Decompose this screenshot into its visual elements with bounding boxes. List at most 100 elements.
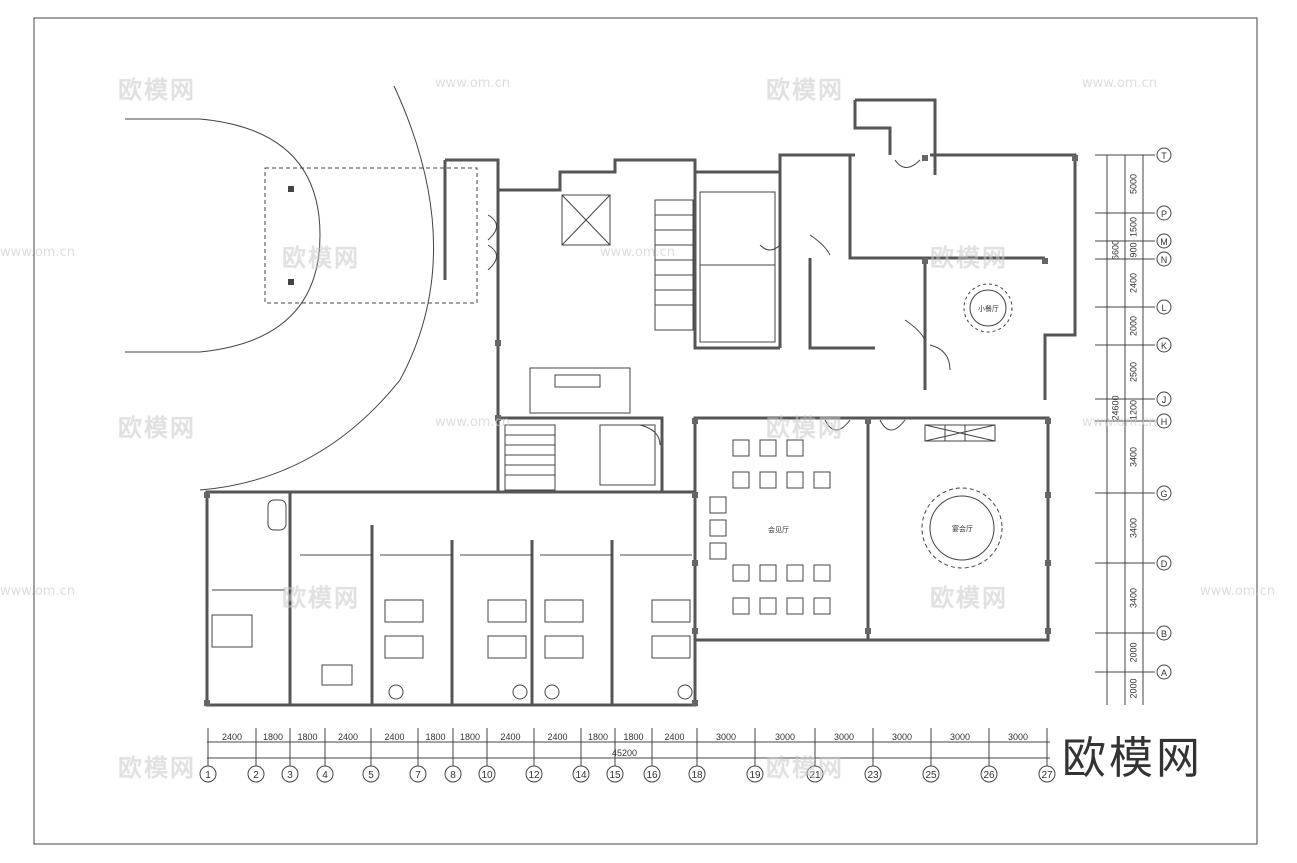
axis-bubble-T: T [1095, 147, 1172, 163]
axis-bubble-5: 5 [362, 728, 380, 783]
room-labels: 小餐厅 会见厅 宴会厅 [768, 304, 999, 534]
axis-label: T [1161, 151, 1167, 161]
axis-label: 27 [1041, 770, 1053, 781]
axis-bubble-L: L [1095, 299, 1172, 315]
dimension-text: 3000 [834, 732, 854, 742]
axis-label: L [1161, 303, 1166, 313]
axis-label: 5 [368, 770, 374, 781]
axis-label: 19 [749, 770, 761, 781]
axis-label: P [1161, 209, 1167, 219]
axis-label: 23 [867, 770, 879, 781]
axis-bubble-16: 16 [643, 728, 661, 783]
axis-bubble-10: 10 [478, 728, 496, 783]
brand-logo-text: 欧模网 [1062, 733, 1203, 784]
overall-dimension: 45200 [612, 748, 637, 758]
dimension-text: 2000 [1128, 678, 1138, 698]
dimension-text: 1800 [623, 732, 643, 742]
dimension-text: 2400 [664, 732, 684, 742]
watermark-url: www.om.cn [0, 245, 75, 260]
axis-bubble-K: K [1095, 337, 1172, 353]
axis-bubble-21: 21 [806, 728, 824, 783]
axis-label: 7 [415, 770, 421, 781]
axis-label: K [1161, 341, 1167, 351]
axis-bubble-B: B [1095, 625, 1172, 641]
axis-label: 26 [983, 770, 995, 781]
axis-label: A [1161, 668, 1167, 678]
dimension-text: 3000 [892, 732, 912, 742]
axis-bubble-14: 14 [572, 728, 590, 783]
dimension-text: 2000 [1128, 642, 1138, 662]
axis-label: J [1162, 395, 1167, 405]
label-banquet-hall: 宴会厅 [952, 524, 973, 533]
banquet-table [921, 487, 1003, 569]
dimension-text: 1800 [588, 732, 608, 742]
axis-bubble-A: A [1095, 664, 1172, 680]
right-dimension-texts: 5000150090024002000250012003400340034002… [1128, 174, 1138, 699]
watermark-url: www.om.cn [1082, 76, 1157, 91]
axis-label: G [1160, 489, 1167, 499]
axis-bubble-H: H [1095, 413, 1172, 429]
axis-bubble-25: 25 [922, 728, 940, 783]
dimension-text: 900 [1128, 242, 1138, 257]
dimension-text: 2400 [1128, 273, 1138, 293]
dimension-text: 1500 [1128, 217, 1138, 237]
axis-bubble-P: P [1095, 205, 1172, 221]
total-dimension-text: 24600 [1110, 395, 1120, 420]
dimension-text: 1800 [425, 732, 445, 742]
axis-label: B [1161, 629, 1167, 639]
dimension-text: 3400 [1128, 518, 1138, 538]
site-outline [125, 85, 478, 491]
dimension-text: 3000 [775, 732, 795, 742]
dimension-text: 2500 [1128, 362, 1138, 382]
axis-bubble-1: 1 [199, 728, 217, 783]
guest-room-furniture [211, 499, 693, 700]
axis-label: 25 [925, 770, 937, 781]
right-axis-bubbles: T P MN L K J H G D B A [1095, 147, 1172, 680]
dimension-text: 2400 [338, 732, 358, 742]
watermark: 欧模网 [118, 754, 196, 782]
axis-label: M [1160, 237, 1168, 247]
watermark-url: www.om.cn [600, 245, 675, 260]
dimension-text: 3400 [1128, 447, 1138, 467]
watermark: 欧模网 [282, 584, 360, 612]
drawing-frame [33, 17, 1258, 845]
axis-label: H [1161, 417, 1168, 427]
label-small-dining: 小餐厅 [978, 304, 999, 313]
meeting-chairs [709, 439, 831, 615]
dimension-text: 2000 [1128, 316, 1138, 336]
watermark: 欧模网 [930, 244, 1008, 272]
axis-label: D [1161, 559, 1168, 569]
axis-bubble-M: M [1095, 233, 1172, 249]
dimension-text: 3000 [950, 732, 970, 742]
watermark-url: www.om.cn [0, 584, 75, 599]
axis-label: 3 [287, 770, 293, 781]
dimension-text: 3000 [716, 732, 736, 742]
interior-partitions [212, 191, 996, 591]
watermark: 欧模网 [766, 414, 844, 442]
watermark: 欧模网 [930, 584, 1008, 612]
dimension-text: 1800 [460, 732, 480, 742]
axis-label: 10 [481, 770, 493, 781]
watermark-url: www.om.cn [1082, 415, 1157, 430]
axis-bubble-8: 8 [444, 728, 462, 783]
label-meeting-hall: 会见厅 [768, 525, 789, 534]
axis-bubble-23: 23 [864, 728, 882, 783]
dimension-text: 1200 [1128, 400, 1138, 420]
dimension-text: 2400 [500, 732, 520, 742]
small-dining-table [963, 283, 1013, 333]
watermark: 欧模网 [282, 244, 360, 272]
axis-label: 15 [609, 770, 621, 781]
structural-columns [204, 155, 1078, 706]
axis-bubble-27: 27 [1038, 728, 1056, 783]
axis-label: 14 [575, 770, 587, 781]
axis-bubble-18: 18 [688, 728, 706, 783]
axis-bubble-4: 4 [316, 728, 334, 783]
axis-bubble-15: 15 [606, 728, 624, 783]
axis-bubble-N: N [1095, 251, 1172, 267]
axis-bubble-3: 3 [281, 728, 299, 783]
axis-label: 2 [253, 770, 259, 781]
axis-label: 12 [528, 770, 540, 781]
